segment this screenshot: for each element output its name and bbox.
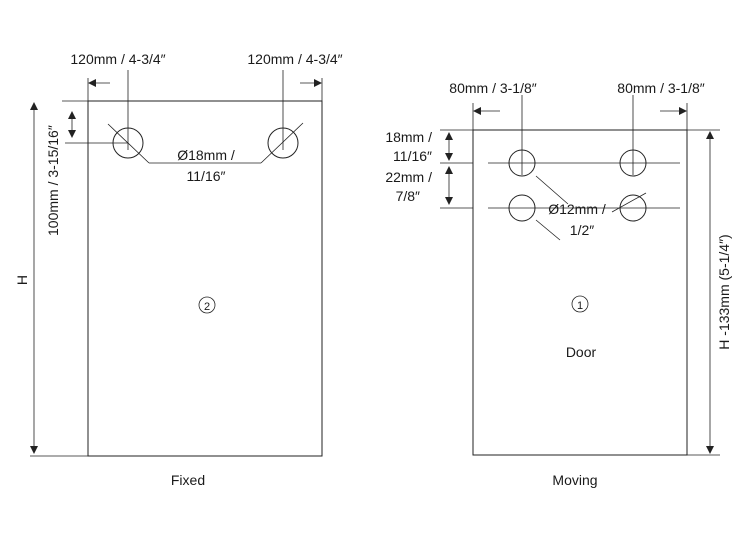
moving-top-left-offset-label: 80mm / 3-1/8″ xyxy=(449,80,536,96)
moving-lower-gap-label-2: 7/8″ xyxy=(396,188,420,204)
moving-caption: Moving xyxy=(552,472,597,488)
door-label: Door xyxy=(566,344,597,360)
fixed-panel: 120mm / 4-3/4″ 120mm / 4-3/4″ Ø18mm / 11… xyxy=(14,51,343,488)
fixed-caption: Fixed xyxy=(171,472,205,488)
hole-leader xyxy=(611,192,647,213)
fixed-panel-outline xyxy=(87,100,323,457)
moving-lower-gap-label: 22mm / xyxy=(385,169,432,185)
fixed-hole-diameter-label: Ø18mm / xyxy=(177,147,235,163)
panel-number-circle xyxy=(571,295,589,313)
moving-upper-gap-label: 18mm / xyxy=(385,129,432,145)
hole-leader xyxy=(260,122,304,164)
moving-hole-diameter-label-2: 1/2″ xyxy=(570,222,594,238)
moving-panel: 80mm / 3-1/8″ 80mm / 3-1/8″ Ø12mm / 1/2″… xyxy=(385,80,732,488)
moving-hole-diameter-label: Ø12mm / xyxy=(548,201,606,217)
moving-top-right-offset-label: 80mm / 3-1/8″ xyxy=(617,80,704,96)
panel-number-circle xyxy=(198,296,216,314)
fixed-hole-drop-label: 100mm / 3-15/16″ xyxy=(45,125,61,236)
fixed-height-label: H xyxy=(14,275,30,285)
moving-panel-number: 1 xyxy=(577,300,583,312)
fixed-panel-number: 2 xyxy=(204,301,210,313)
moving-upper-gap-label-2: 11/16″ xyxy=(393,148,432,164)
hinge-hole-right xyxy=(267,127,299,159)
moving-height-label: H -133mm (5-1/4″) xyxy=(716,234,732,349)
hole-leader xyxy=(535,175,569,205)
moving-panel-outline xyxy=(472,129,688,456)
hole-leader xyxy=(107,123,150,164)
fixed-hole-diameter-label-2: 11/16″ xyxy=(187,168,226,184)
hole-leader xyxy=(535,219,561,241)
fixed-top-right-offset-label: 120mm / 4-3/4″ xyxy=(247,51,342,67)
fixed-top-left-offset-label: 120mm / 4-3/4″ xyxy=(70,51,165,67)
